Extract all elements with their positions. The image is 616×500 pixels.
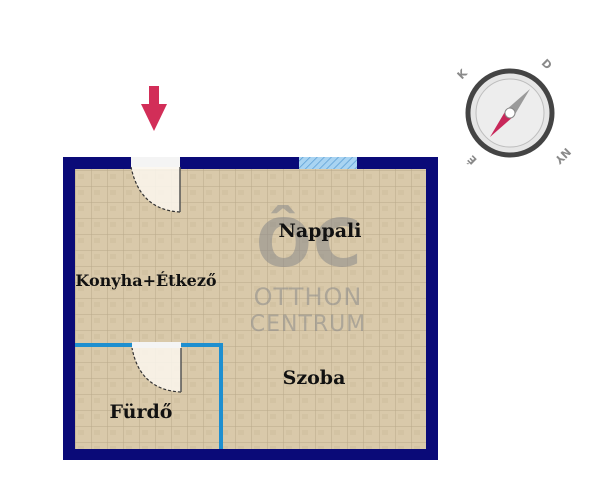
arrow-down-icon [141,86,167,131]
watermark-line2: CENTRUM [250,312,367,337]
window [299,157,357,169]
compass-needle-icon [490,89,530,137]
watermark-line1: OTTHON [254,283,363,311]
room-label-bathroom: Fürdő [110,401,173,423]
entrance-door [130,157,181,213]
room-label-room: Szoba [283,367,346,389]
compass-east-label: K [455,66,471,82]
room-label-living: Nappali [279,220,362,242]
compass: K D NY É [455,57,574,168]
bathroom-door [131,342,182,393]
compass-north-label: É [465,152,480,167]
bathroom-wall [75,343,223,449]
compass-south-label: D [539,57,555,73]
watermark-logo: ÔC [256,205,363,282]
room-label-kitchen: Konyha+Étkező [75,270,217,290]
watermark: ÔC OTTHON CENTRUM [250,205,367,337]
compass-west-label: NY [551,145,573,167]
floor [75,169,426,449]
